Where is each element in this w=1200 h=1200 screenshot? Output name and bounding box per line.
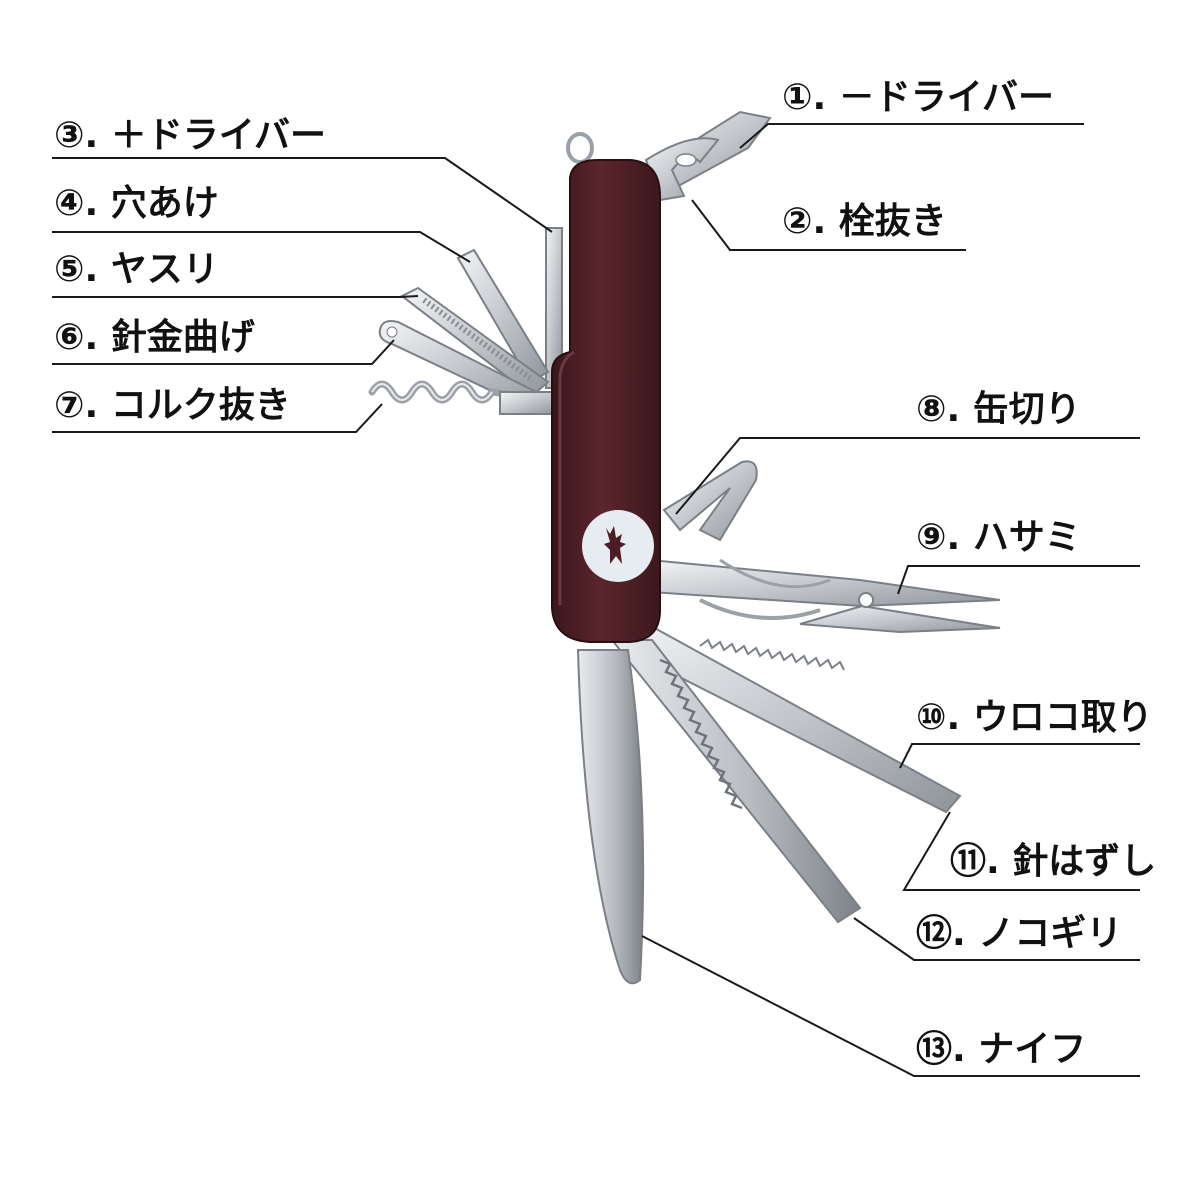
label-bottle-opener: ②. 栓抜き [782,201,947,242]
scissors-tool [649,558,1001,634]
label-phillips-screwdriver: ③. ＋ドライバー [54,115,326,156]
label-file: ⑤. ヤスリ [54,249,219,290]
bottle-opener-tool [644,137,720,202]
label-wire-bender: ⑥. 針金曲げ [54,317,255,358]
label-scissors: ⑨. ハサミ [916,517,1081,558]
can-opener-tool [662,460,758,542]
key-ring [566,132,594,164]
knife-blade-tool [576,649,645,985]
file-tool [400,286,550,398]
label-knife: ⑬. ナイフ [916,1029,1087,1070]
leader-lines [52,123,1140,1077]
label-hook-remover: ⑪. 針はずし [950,841,1157,882]
label-fish-scaler: ⑩. ウロコ取り [916,697,1153,738]
handle [551,159,661,643]
label-saw: ⑫. ノコギリ [916,913,1123,954]
awl-tool [456,248,550,384]
label-awl: ④. 穴あけ [54,183,219,224]
label-corkscrew: ⑦. コルク抜き [54,385,291,426]
label-can-opener: ⑧. 缶切り [916,389,1081,430]
label-flat-screwdriver: ①. －ドライバー [782,77,1054,118]
